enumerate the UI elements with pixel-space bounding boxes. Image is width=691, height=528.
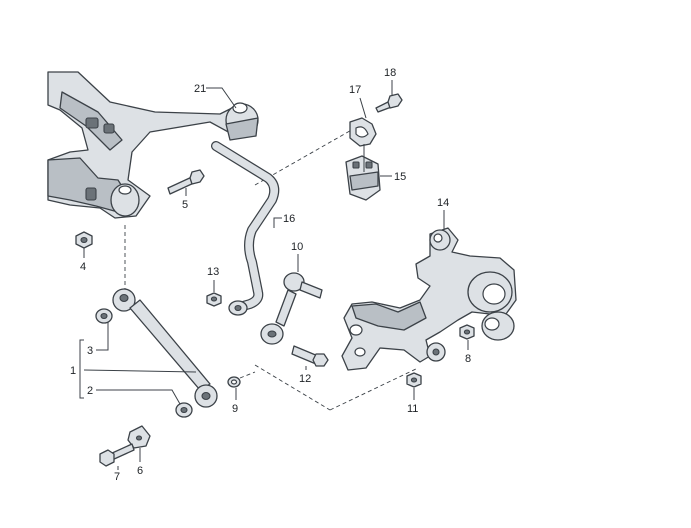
nut-11	[406, 372, 422, 388]
control-arm-1	[112, 288, 218, 408]
bolt-7	[99, 443, 135, 467]
callout-17: 17	[349, 84, 361, 96]
callout-12: 12	[299, 373, 311, 385]
assembly-dash-lines	[124, 127, 419, 411]
callout-1: 1	[70, 365, 76, 377]
bolt-12	[291, 345, 329, 367]
callout-6: 6	[137, 465, 143, 477]
callout-2: 2	[87, 385, 93, 397]
callout-13: 13	[207, 266, 219, 278]
callout-21: 21	[194, 83, 206, 95]
nut-8	[459, 324, 475, 340]
callout-7: 7	[114, 471, 120, 483]
bushing-2	[175, 402, 193, 418]
callout-3: 3	[87, 345, 93, 357]
coupling-rod-10	[260, 272, 323, 345]
callout-11: 11	[407, 403, 418, 415]
stabilizer-bushing-15	[345, 155, 381, 201]
callout-18: 18	[384, 67, 396, 79]
bushing-3	[95, 308, 113, 324]
bolt-5	[167, 169, 205, 195]
callout-labels: 21 5 4 13 16 10 17 18 15 14 8 11 12 9 6 …	[70, 67, 471, 483]
nut-4	[75, 231, 93, 249]
wheel-bearing-housing	[341, 227, 517, 371]
nut-13	[206, 292, 222, 307]
callout-10: 10	[291, 241, 303, 253]
callout-16: 16	[283, 213, 295, 225]
washer-9	[227, 376, 241, 388]
bolt-18	[375, 93, 403, 113]
callout-9: 9	[232, 403, 238, 415]
stabilizer-bar	[211, 141, 280, 316]
callout-5: 5	[182, 199, 188, 211]
callout-14: 14	[437, 197, 449, 209]
callout-4: 4	[80, 261, 86, 273]
leader-lines	[79, 80, 469, 470]
subframe	[47, 71, 259, 219]
plate-6	[127, 425, 151, 449]
clamp-bracket-17	[349, 117, 377, 147]
callout-15: 15	[394, 171, 406, 183]
callout-8: 8	[465, 353, 471, 365]
